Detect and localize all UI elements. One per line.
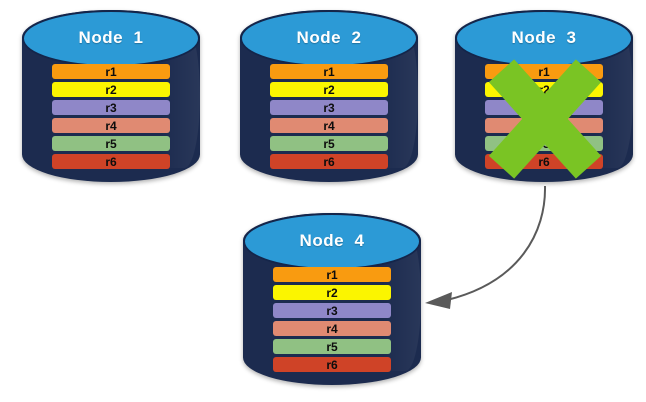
row-r4[interactable]: r4 — [485, 118, 603, 133]
node-rows: r1 r2 r3 r4 r5 r6 — [270, 64, 388, 169]
row-r3[interactable]: r3 — [270, 100, 388, 115]
row-r4[interactable]: r4 — [52, 118, 170, 133]
row-r5[interactable]: r5 — [52, 136, 170, 151]
node-title: Node 3 — [511, 28, 577, 48]
row-r4[interactable]: r4 — [273, 321, 391, 336]
node-3[interactable]: Node 3 r1 r2 r3 r4 r5 r6 — [455, 10, 634, 182]
row-r3[interactable]: r3 — [273, 303, 391, 318]
row-r3[interactable]: r3 — [52, 100, 170, 115]
row-r3[interactable]: r3 — [485, 100, 603, 115]
node-4[interactable]: Node 4 r1 r2 r3 r4 r5 r6 — [243, 213, 422, 385]
row-r2[interactable]: r2 — [485, 82, 603, 97]
row-r4[interactable]: r4 — [270, 118, 388, 133]
row-r5[interactable]: r5 — [273, 339, 391, 354]
row-r2[interactable]: r2 — [273, 285, 391, 300]
row-r6[interactable]: r6 — [273, 357, 391, 372]
row-r6[interactable]: r6 — [485, 154, 603, 169]
row-r2[interactable]: r2 — [52, 82, 170, 97]
row-r1[interactable]: r1 — [52, 64, 170, 79]
cylinder-top: Node 2 — [240, 10, 418, 67]
node-1[interactable]: Node 1 r1 r2 r3 r4 r5 r6 — [22, 10, 201, 182]
arrowhead-icon — [425, 292, 452, 309]
cylinder-top: Node 1 — [22, 10, 200, 67]
node-title: Node 4 — [299, 231, 365, 251]
row-r1[interactable]: r1 — [485, 64, 603, 79]
node-2[interactable]: Node 2 r1 r2 r3 r4 r5 r6 — [240, 10, 419, 182]
row-r5[interactable]: r5 — [485, 136, 603, 151]
node-title: Node 1 — [78, 28, 144, 48]
row-r5[interactable]: r5 — [270, 136, 388, 151]
cylinder-top: Node 3 — [455, 10, 633, 67]
cylinder-top: Node 4 — [243, 213, 421, 270]
row-r2[interactable]: r2 — [270, 82, 388, 97]
row-r1[interactable]: r1 — [273, 267, 391, 282]
row-r6[interactable]: r6 — [270, 154, 388, 169]
connector-line — [446, 185, 547, 301]
node-title: Node 2 — [296, 28, 362, 48]
row-r1[interactable]: r1 — [270, 64, 388, 79]
row-r6[interactable]: r6 — [52, 154, 170, 169]
node-rows: r1 r2 r3 r4 r5 r6 — [485, 64, 603, 169]
node-rows: r1 r2 r3 r4 r5 r6 — [52, 64, 170, 169]
node-rows: r1 r2 r3 r4 r5 r6 — [273, 267, 391, 372]
